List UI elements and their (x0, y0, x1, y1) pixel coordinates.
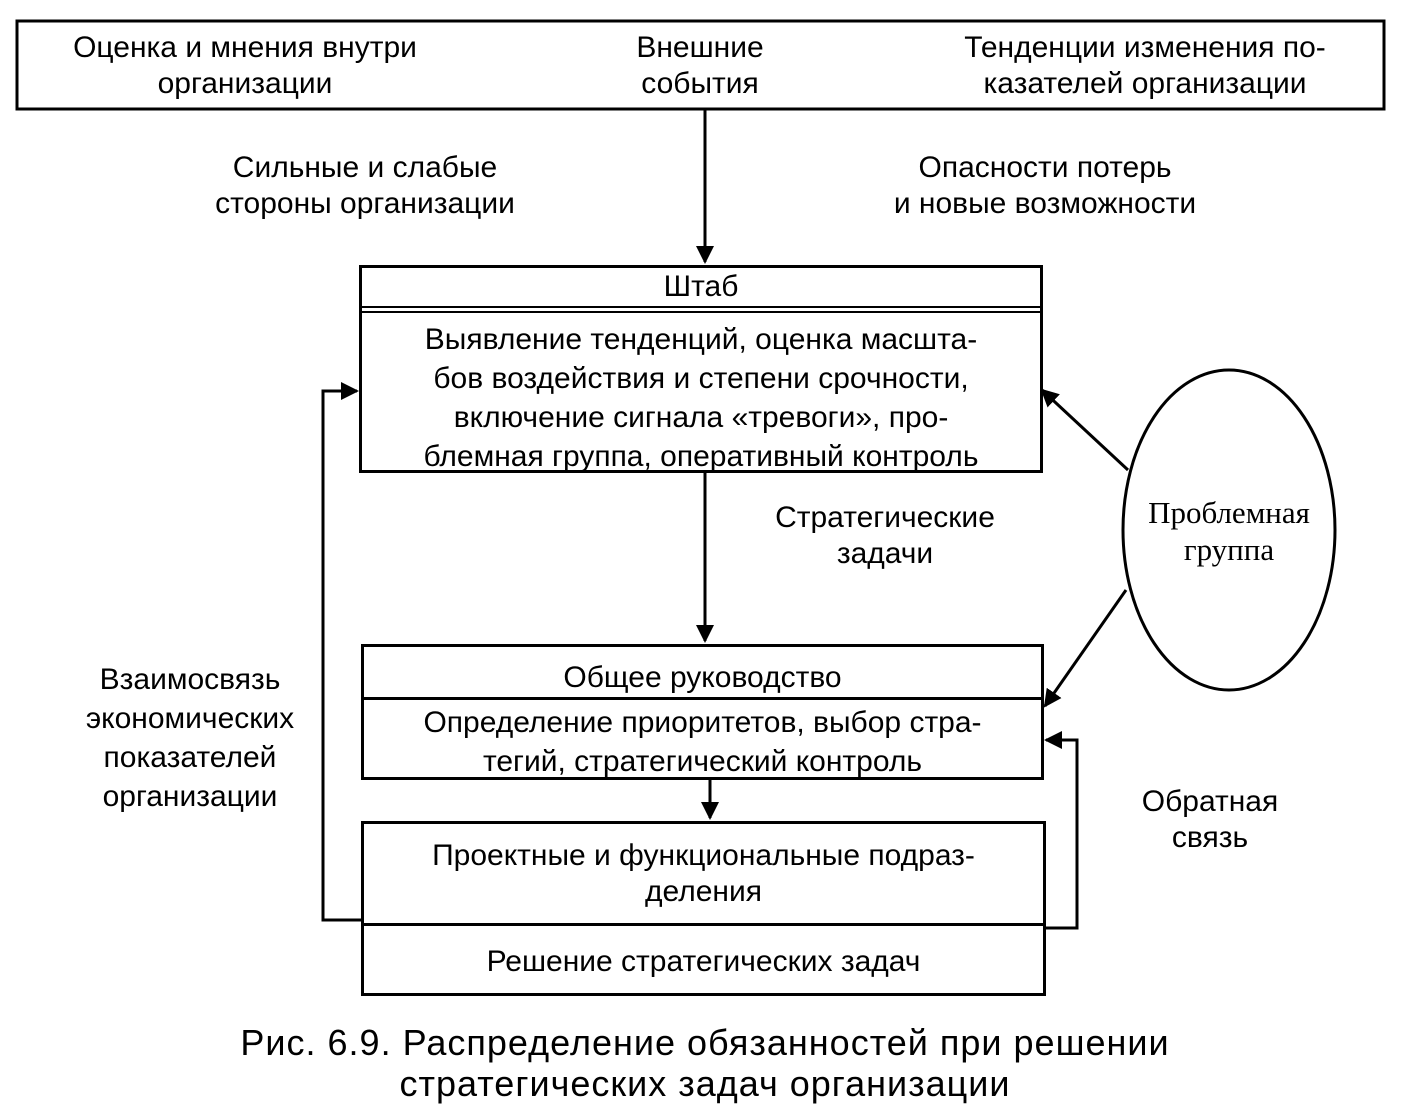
problem-group-ellipse (1121, 368, 1337, 692)
label-feedback: Обратная связь (1141, 785, 1279, 854)
header-indicator-trends: Тенденции изменения по- казателей органи… (964, 31, 1326, 100)
management-title: Общее руководство (364, 647, 1041, 700)
departments-body: Решение стратегических задач (486, 945, 921, 978)
figure-caption: Рис. 6.9. Распределение обязанностей при… (240, 1022, 1170, 1105)
label-strengths-weaknesses: Сильные и слабые стороны организации (215, 151, 515, 220)
staff-title: Штаб (362, 268, 1040, 313)
header-frame (15, 19, 1386, 111)
problem-group-label: Проблемная группа (1148, 495, 1310, 568)
label-threats-opportunities: Опасности потерь и новые возможности (893, 151, 1197, 220)
header-internal-assessment: Оценка и мнения внутри организации (73, 31, 417, 100)
arrow-feedback-loop (1044, 731, 1079, 930)
label-strategic-tasks: Стратегические задачи (775, 501, 995, 570)
staff-body: Выявление тенденций, оценка масшта- бов … (423, 323, 979, 473)
management-body: Определение приоритетов, выбор стра- тег… (423, 706, 982, 778)
management-box: Общее руководство Определение приоритето… (361, 644, 1044, 780)
staff-box: Штаб Выявление тенденций, оценка масшта-… (359, 265, 1043, 473)
arrow-interrelation-loop (321, 382, 362, 922)
header-external-events: Внешние события (636, 31, 764, 100)
arrow-problem-group-to-management (1043, 589, 1128, 708)
arrow-problem-group-to-staff (1040, 388, 1130, 472)
departments-title: Проектные и функциональные подраз- делен… (364, 824, 1043, 926)
departments-box: Проектные и функциональные подраз- делен… (361, 821, 1046, 996)
label-interrelation: Взаимосвязь экономических показателей ор… (85, 663, 295, 813)
